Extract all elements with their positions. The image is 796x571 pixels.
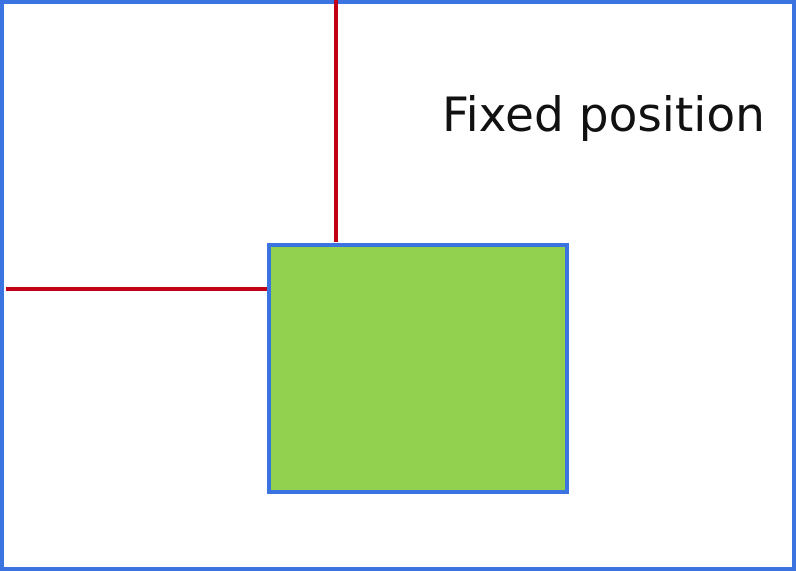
fixed-position-label: Fixed position (442, 88, 765, 143)
fixed-box (267, 243, 569, 494)
left-offset-line (6, 287, 268, 291)
top-offset-line (334, 0, 338, 242)
